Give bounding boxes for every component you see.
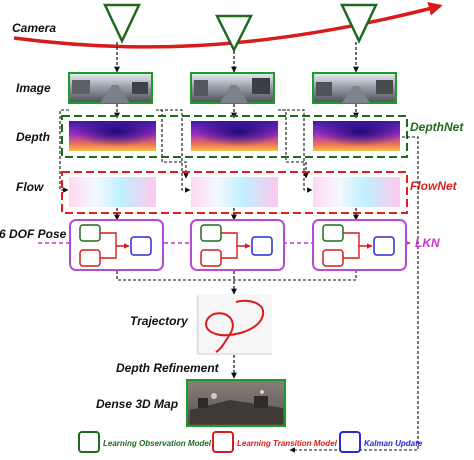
camera-icon-2 [214, 14, 254, 53]
flow-map-3 [313, 177, 400, 207]
flow-map-2 [191, 177, 278, 207]
dense-map-label: Dense 3D Map [96, 397, 178, 411]
trajectory-label: Trajectory [130, 314, 189, 328]
image-to-flow-connector-1 [59, 109, 69, 193]
legend-item-kalman: Kalman Update [339, 431, 423, 453]
legend-item-transition: Learning Transition Model [212, 431, 338, 453]
image-to-flow-connector-5 [278, 109, 309, 179]
legend-observation-text: Learning Observation Model [103, 439, 212, 448]
image-to-flow-connector-3 [282, 109, 313, 193]
lkn-label: LKN [415, 236, 440, 250]
flownet-label: FlowNet [410, 179, 458, 193]
image-frame-1 [68, 72, 153, 104]
image-frame-3 [312, 72, 397, 104]
depth-map-1 [69, 121, 156, 151]
depth-label: Depth [16, 130, 50, 144]
trajectory-curve [205, 299, 265, 353]
flow-map-1 [69, 177, 156, 207]
flow-label: Flow [16, 180, 44, 194]
depth-map-3 [313, 121, 400, 151]
legend-kalman-text: Kalman Update [364, 439, 423, 448]
image-to-flow-connector-2 [160, 109, 191, 193]
legend-item-observation: Learning Observation Model [78, 431, 212, 453]
pose-label: 6 DOF Pose [0, 227, 67, 241]
image-to-flow-connector-4 [156, 109, 189, 179]
pose-block-1 [69, 219, 164, 271]
depth-map-2 [191, 121, 278, 151]
camera-icon-1 [103, 3, 141, 44]
image-frame-2 [190, 72, 275, 104]
depthnet-label: DepthNet [410, 120, 464, 134]
trajectory-panel [196, 294, 272, 355]
camera-label: Camera [12, 21, 56, 35]
dense-map-image [186, 379, 286, 427]
refinement-label: Depth Refinement [116, 361, 220, 375]
pose-block-2 [190, 219, 285, 271]
pose-block-3 [312, 219, 407, 271]
legend-transition-text: Learning Transition Model [237, 439, 338, 448]
image-label: Image [16, 81, 51, 95]
camera-icon-3 [340, 3, 378, 44]
pose-merge-connector [116, 271, 357, 281]
